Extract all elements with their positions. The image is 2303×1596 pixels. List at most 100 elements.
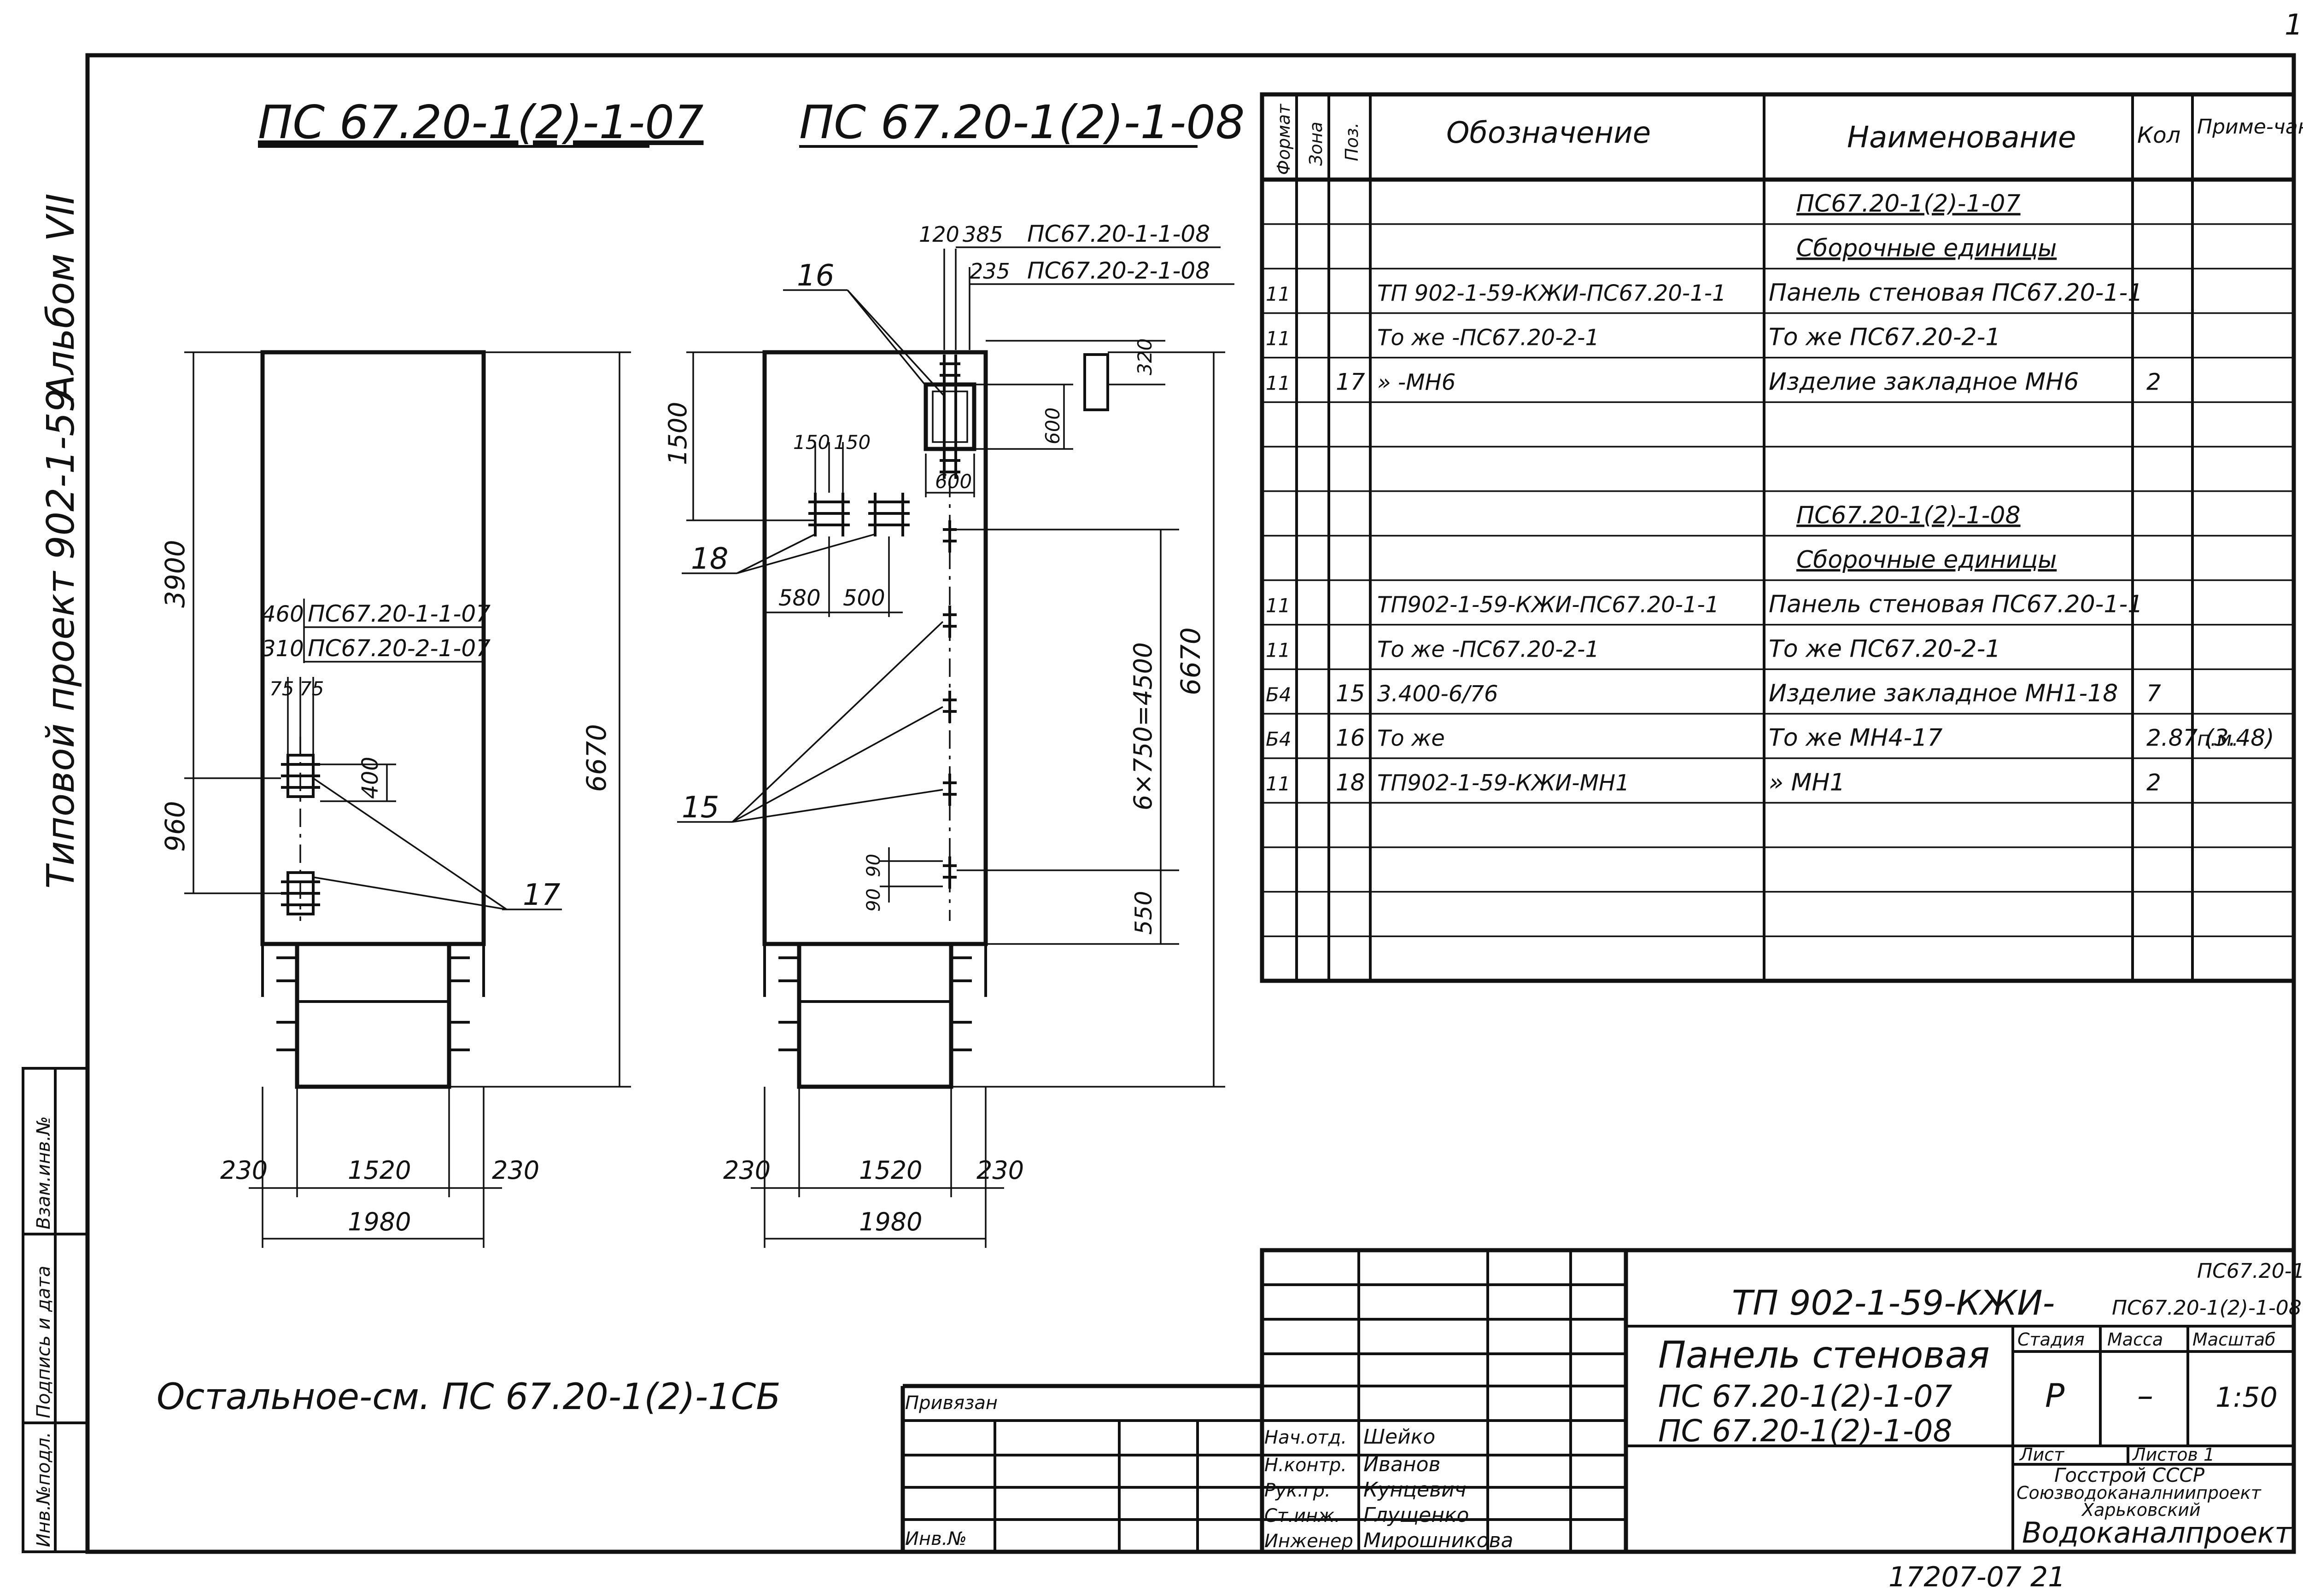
org-1: Госстрой СССР bbox=[2054, 1464, 2205, 1486]
code-main: ТП 902-1-59-КЖИ- bbox=[1732, 1283, 2055, 1323]
v1-label-1: ПС67.20-1-1-07 bbox=[308, 600, 491, 627]
cell-name: Сборочные единицы bbox=[1796, 546, 2057, 574]
v2-dim-580: 580 bbox=[778, 585, 821, 611]
cell-designation: ТП 902-1-59-КЖИ-ПС67.20-1-1 bbox=[1377, 280, 1726, 306]
cell-name: » МН1 bbox=[1769, 769, 1845, 796]
v2-dim-230-right: 230 bbox=[976, 1156, 1024, 1185]
cell-format: 11 bbox=[1266, 283, 1290, 305]
cell-name: То же ПС67.20-2-1 bbox=[1769, 635, 2000, 663]
v2-dim-600h: 600 bbox=[935, 470, 972, 493]
v1-pos-17: 17 bbox=[523, 878, 561, 912]
signature-role: Н.контр. bbox=[1264, 1455, 1347, 1476]
spec-table: Формат Зона Поз. Обозначение Наименовани… bbox=[1260, 92, 2303, 983]
table-row: Сборочные единицы bbox=[1796, 546, 2057, 574]
v2-dim-320: 320 bbox=[1134, 338, 1156, 375]
v1-dim-6670: 6670 bbox=[581, 724, 612, 792]
signature-row: Рук.гр. Кунцевич bbox=[1264, 1478, 1467, 1502]
signature-role: Рук.гр. bbox=[1264, 1480, 1331, 1501]
col-name: Наименование bbox=[1847, 121, 2076, 155]
cell-designation: То же -ПС67.20-2-1 bbox=[1377, 325, 1599, 351]
v2-dim-385: 385 bbox=[963, 222, 1003, 247]
sheets-label: Листов 1 bbox=[2132, 1445, 2215, 1465]
v1-label-2: ПС67.20-2-1-07 bbox=[308, 635, 491, 662]
cell-qty: 2 bbox=[2146, 368, 2161, 395]
cell-format: 11 bbox=[1266, 594, 1290, 617]
left-margin: Альбом VII Типовой проект 902-1-59 Инв.№… bbox=[22, 193, 89, 1553]
signature-name: Шейко bbox=[1363, 1425, 1435, 1449]
cell-name: Изделие закладное МН1-18 bbox=[1769, 680, 2118, 707]
page-number: 19 bbox=[2285, 8, 2303, 41]
signature-row: Нач.отд.Шейко bbox=[1264, 1425, 1435, 1449]
v1-dim-400: 400 bbox=[357, 757, 383, 799]
v1-dim-310: 310 bbox=[262, 636, 304, 662]
view-2-title: ПС 67.20-1(2)-1-08 bbox=[799, 95, 1245, 149]
v2-dim-6670: 6670 bbox=[1175, 627, 1206, 695]
v2-dim-150a: 150 bbox=[793, 431, 830, 454]
v2-dim-90b: 90 bbox=[863, 888, 884, 912]
v2-dim-150b: 150 bbox=[834, 431, 871, 454]
stage-label: Стадия bbox=[2017, 1329, 2085, 1350]
v2-dim-1980: 1980 bbox=[859, 1207, 922, 1236]
v1-dim-75b: 75 bbox=[299, 677, 324, 700]
v2-pos-15: 15 bbox=[682, 791, 719, 825]
cell-name: Изделие закладное МН6 bbox=[1769, 368, 2079, 396]
cell-qty: 7 bbox=[2146, 680, 2161, 707]
cell-pos: 18 bbox=[1336, 769, 1365, 796]
cell-name: ПС67.20-1(2)-1-08 bbox=[1796, 501, 2021, 529]
v2-dim-1500: 1500 bbox=[663, 402, 692, 465]
table-row: 11 То же -ПС67.20-2-1 То же ПС67.20-2-1 bbox=[1266, 635, 2000, 663]
signature-name: Глущенко bbox=[1363, 1503, 1469, 1527]
cell-designation: ТП902-1-59-КЖИ-МН1 bbox=[1377, 770, 1630, 796]
signature-role: Инженер bbox=[1264, 1531, 1353, 1552]
view-1-opening bbox=[295, 942, 451, 1089]
stamp-vzam-inv: Взам.инв.№ bbox=[33, 1116, 54, 1229]
v2-dim-90a: 90 bbox=[863, 854, 884, 877]
col-format: Формат bbox=[1274, 103, 1294, 175]
cell-designation: 3.400-6/76 bbox=[1377, 681, 1498, 707]
signature-name: Кунцевич bbox=[1363, 1478, 1467, 1502]
col-note: Приме-чание bbox=[2197, 115, 2303, 139]
v1-dim-230-right: 230 bbox=[492, 1156, 539, 1185]
v2-dim-550: 550 bbox=[1130, 891, 1157, 935]
signature-row: Инженер Мирошникова bbox=[1264, 1529, 1513, 1552]
v2-pos-16: 16 bbox=[797, 259, 834, 293]
bound-label: Привязан bbox=[905, 1392, 998, 1414]
title-1: Панель стеновая bbox=[1658, 1334, 1990, 1376]
cell-format: 11 bbox=[1266, 639, 1290, 661]
scale-label: Масштаб bbox=[2192, 1329, 2276, 1350]
cell-pos: 16 bbox=[1336, 725, 1365, 751]
cell-format: Б4 bbox=[1266, 728, 1292, 751]
stamp-signature-date: Подпись и дата bbox=[33, 1266, 54, 1418]
stamp-inv-podl: Инв.№подл. bbox=[33, 1432, 54, 1547]
col-designation: Обозначение bbox=[1446, 116, 1651, 150]
sheet-label: Лист bbox=[2019, 1445, 2065, 1465]
view-2-embed-18 bbox=[808, 493, 910, 536]
cell-note: п.м. bbox=[2197, 728, 2239, 751]
note-text: Остальное-см. ПС 67.20-1(2)-1СБ bbox=[157, 1376, 781, 1418]
col-zone: Зона bbox=[1306, 122, 1326, 166]
cell-pos: 15 bbox=[1336, 680, 1365, 707]
table-row: Б4 15 3.400-6/76 Изделие закладное МН1-18 7 bbox=[1266, 680, 2161, 707]
v2-label-2: ПС67.20-2-1-08 bbox=[1027, 257, 1210, 284]
signature-row: Н.контр.Иванов bbox=[1264, 1453, 1440, 1476]
view-2-opening bbox=[797, 942, 953, 1089]
signature-name: Мирошникова bbox=[1363, 1529, 1513, 1552]
v1-dim-230-left: 230 bbox=[220, 1156, 268, 1185]
cell-designation: То же -ПС67.20-2-1 bbox=[1377, 636, 1599, 662]
v2-dim-120: 120 bbox=[919, 222, 959, 247]
v2-dim-spacing: 6×750=4500 bbox=[1128, 642, 1157, 810]
cell-format: 11 bbox=[1266, 772, 1290, 795]
cell-format: Б4 bbox=[1266, 683, 1292, 706]
title-3: ПС 67.20-1(2)-1-08 bbox=[1658, 1413, 1952, 1449]
title-2: ПС 67.20-1(2)-1-07 bbox=[1658, 1379, 1952, 1414]
scale-value: 1:50 bbox=[2215, 1381, 2278, 1414]
